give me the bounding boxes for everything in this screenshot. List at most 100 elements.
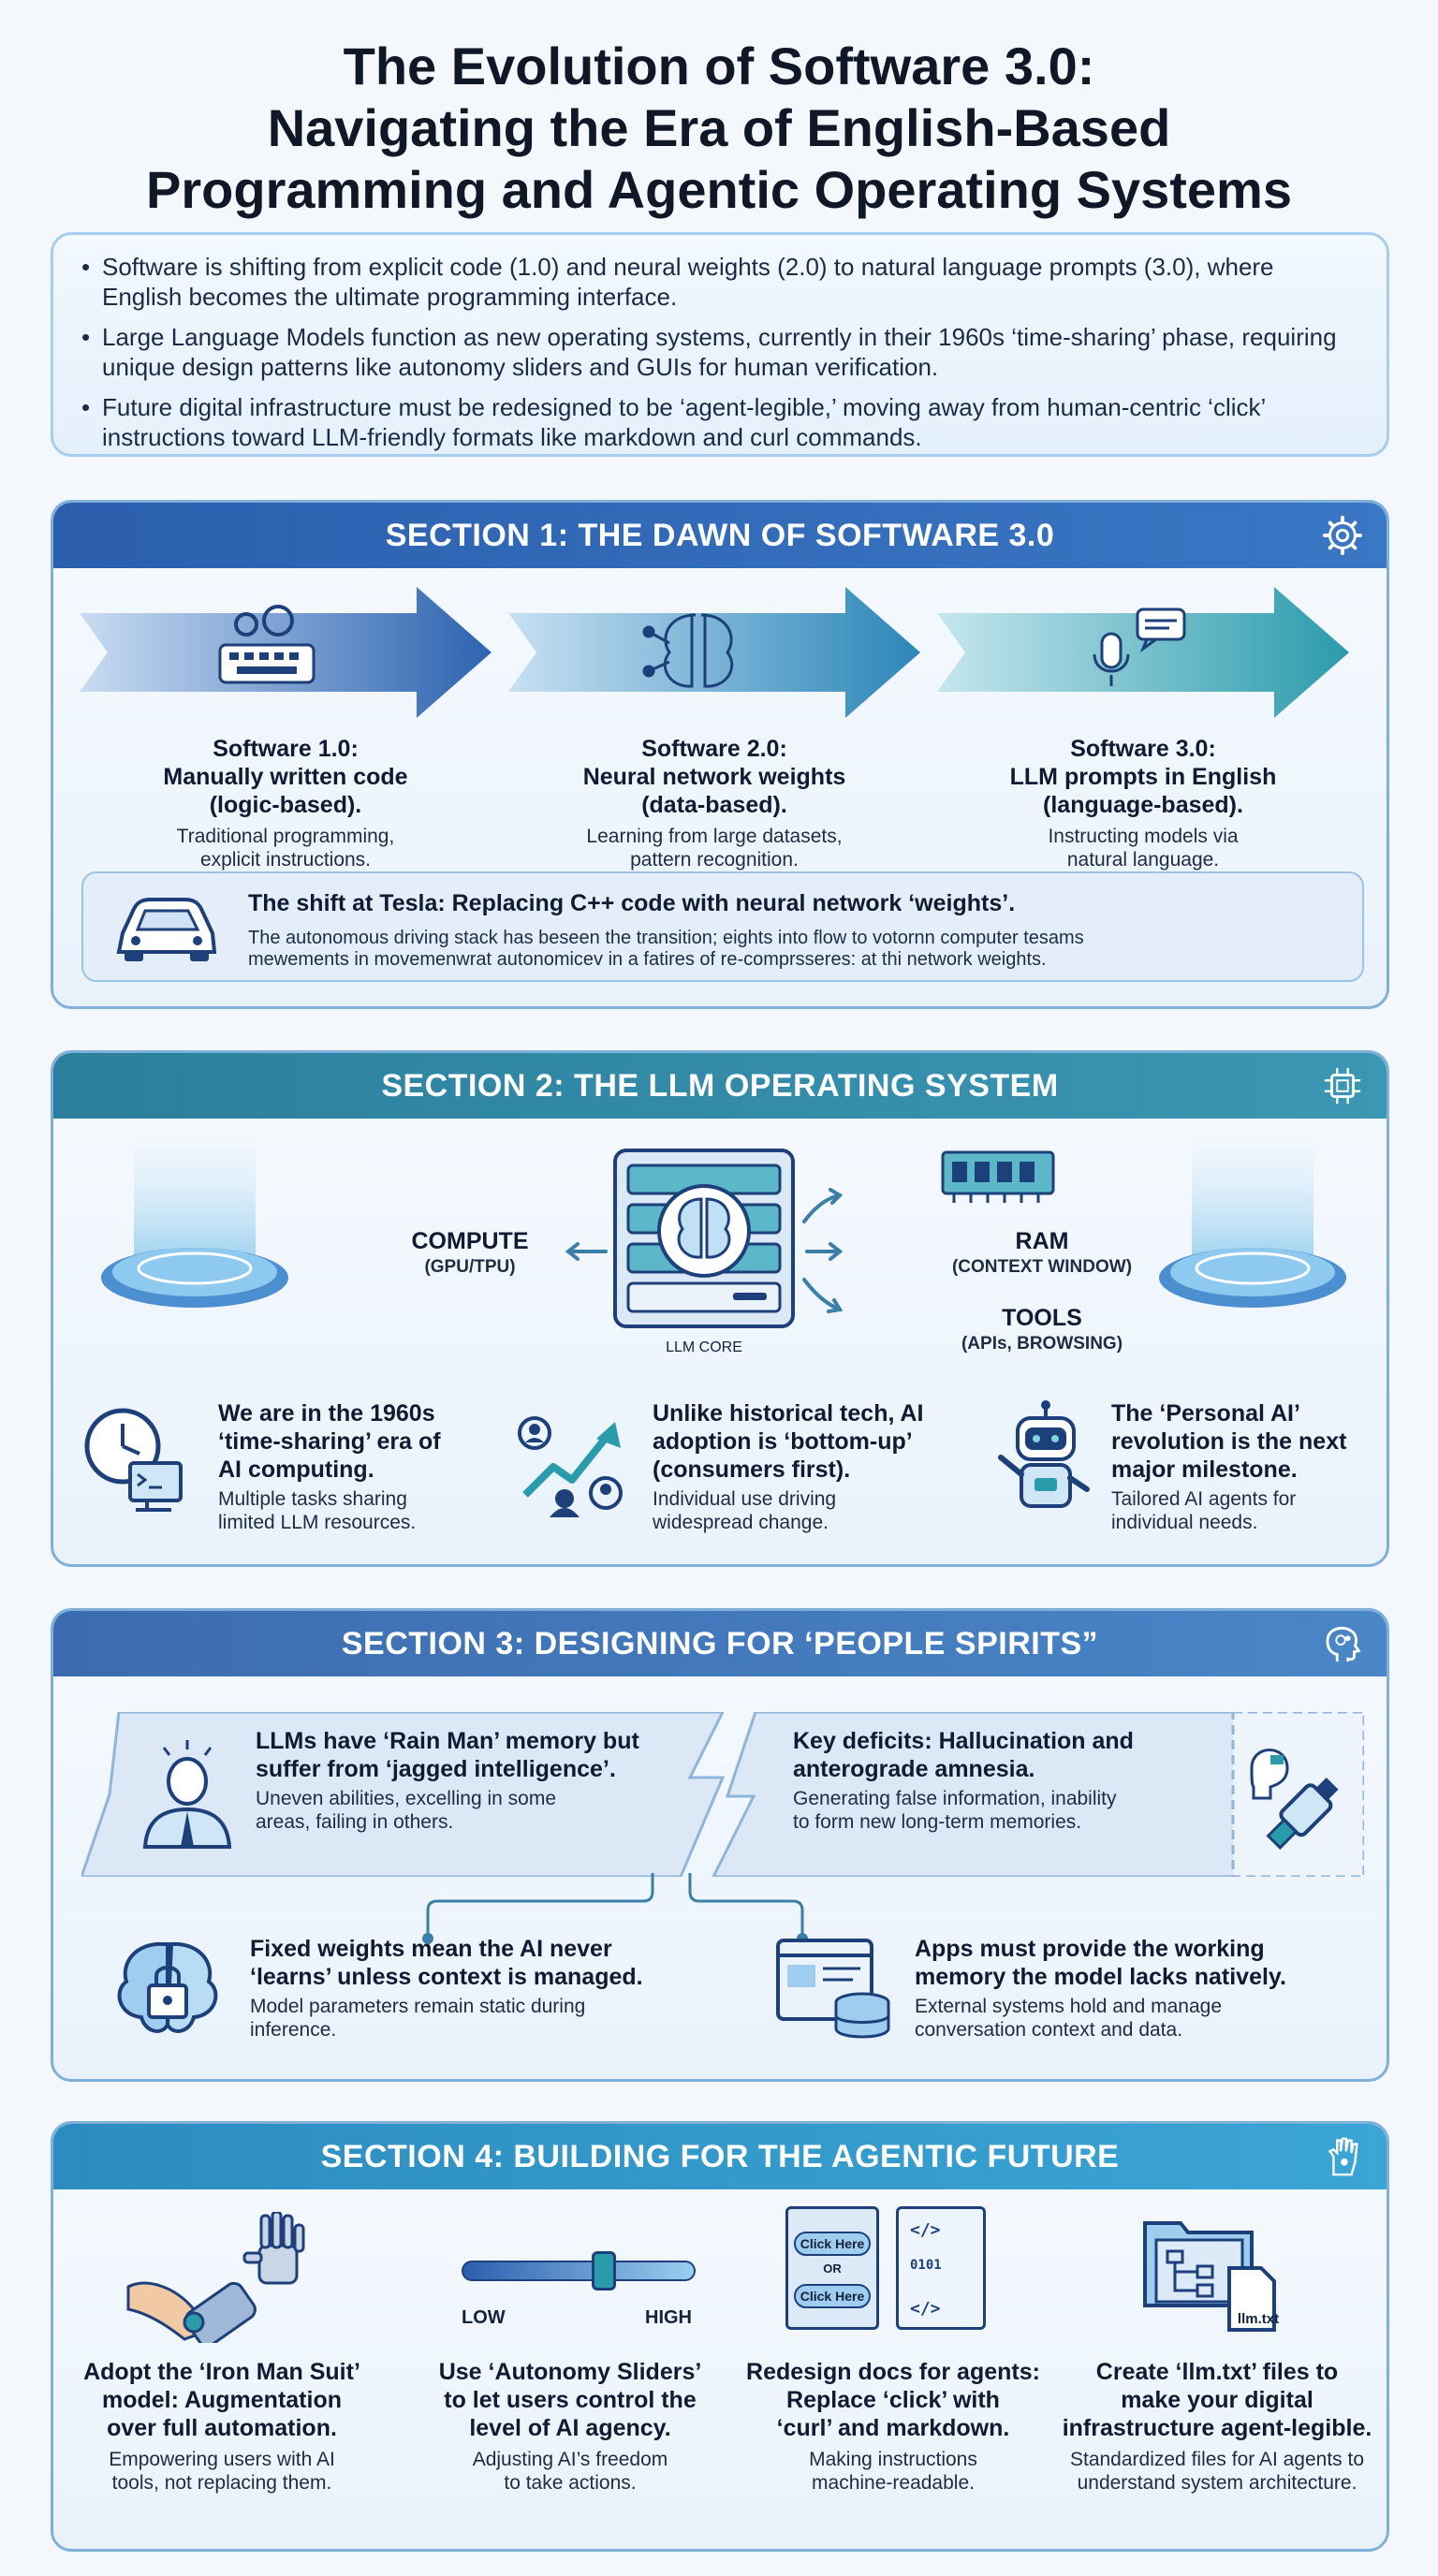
software-3-head-2: LLM prompts in English: [1009, 764, 1277, 790]
robot-icon: [998, 1400, 1090, 1508]
software-3-head-3: (language-based).: [1043, 792, 1243, 818]
fixed-weights-block: Fixed weights mean the AI never ‘learns’…: [250, 1935, 737, 2042]
point-3-d1: Tailored AI agents for: [1111, 1488, 1297, 1510]
slider-track[interactable]: [462, 2261, 696, 2281]
software-2-head-3: (data-based).: [641, 792, 787, 818]
click-here-button-1: Click Here: [794, 2232, 871, 2256]
section-3-header: SECTION 3: DESIGNING FOR ‘PEOPLE SPIRITS…: [53, 1611, 1387, 1676]
software-3-card: Software 3.0: LLM prompts in English (la…: [937, 735, 1349, 871]
section-4-header: SECTION 4: BUILDING FOR THE AGENTIC FUTU…: [53, 2124, 1387, 2189]
tools-label-group: TOOLS (APIs, BROWSING): [930, 1304, 1154, 1355]
section-2: SECTION 2: THE LLM OPERATING SYSTEM COMP…: [51, 1050, 1389, 1567]
slider-high-label: HIGH: [645, 2307, 692, 2328]
fixed-weights-d1: Model parameters remain static during: [250, 1996, 586, 2017]
working-memory-d2: conversation context and data.: [915, 2019, 1183, 2041]
working-memory-block: Apps must provide the working memory the…: [915, 1935, 1364, 2042]
software-2-card: Software 2.0: Neural network weights (da…: [508, 735, 920, 871]
autonomy-card: Use ‘Autonomy Sliders’ to let users cont…: [411, 2358, 729, 2495]
point-2-h3: (consumers first).: [653, 1456, 851, 1483]
section-4-title: SECTION 4: BUILDING FOR THE AGENTIC FUTU…: [320, 2138, 1120, 2174]
brain-lock-icon: [117, 1941, 218, 2033]
compute-label: COMPUTE: [411, 1228, 529, 1254]
deficits-d1: Generating false information, inability: [793, 1788, 1117, 1809]
section-3-title: SECTION 3: DESIGNING FOR ‘PEOPLE SPIRITS…: [341, 1625, 1099, 1661]
software-1-arrow: [80, 587, 492, 718]
title-line-1: The Evolution of Software 3.0:: [343, 37, 1095, 95]
ram-sub-label: (CONTEXT WINDOW): [951, 1257, 1133, 1277]
docs-h3: ‘curl’ and markdown.: [776, 2415, 1010, 2441]
hologram-right-icon: [1159, 1137, 1346, 1308]
point-3-h2: revolution is the next: [1111, 1428, 1347, 1455]
rain-man-h1: LLMs have ‘Rain Man’ memory but: [256, 1728, 639, 1754]
summary-bullet: Future digital infrastructure must be re…: [81, 392, 1358, 452]
head-brain-icon: [1326, 1626, 1361, 1662]
deficits-block: Key deficits: Hallucination and anterogr…: [793, 1727, 1214, 1834]
working-memory-h2: memory the model lacks natively.: [915, 1964, 1286, 1990]
chip-icon: [1324, 1067, 1361, 1105]
hologram-left-icon: [101, 1137, 288, 1308]
point-time-sharing: We are in the 1960s ‘time-sharing’ era o…: [218, 1399, 499, 1534]
keyboard-gears-icon: [218, 605, 315, 684]
binary-text: 0101: [910, 2258, 942, 2273]
software-1-card: Software 1.0: Manually written code (log…: [80, 735, 492, 871]
software-1-head-3: (logic-based).: [209, 792, 362, 818]
software-2-desc-2: pattern recognition.: [630, 849, 799, 871]
autonomy-slider[interactable]: [456, 2251, 709, 2307]
fixed-weights-d2: inference.: [250, 2019, 337, 2041]
deficits-h1: Key deficits: Hallucination and: [793, 1728, 1134, 1754]
software-2-desc-1: Learning from large datasets,: [586, 826, 843, 847]
summary-bullet: Software is shifting from explicit code …: [81, 252, 1358, 312]
point-3-d2: individual needs.: [1111, 1512, 1258, 1533]
docs-d1: Making instructions: [809, 2449, 977, 2470]
software-2-arrow: [508, 587, 920, 718]
working-memory-d1: External systems hold and manage: [915, 1996, 1223, 2017]
autonomy-d2: to take actions.: [504, 2472, 637, 2494]
file-folder-icon: [1143, 2221, 1276, 2332]
code-doc: </> 0101 </>: [896, 2206, 986, 2330]
point-3-h3: major milestone.: [1111, 1456, 1298, 1483]
app-database-icon: [776, 1939, 890, 2039]
docs-card: Redesign docs for agents: Replace ‘click…: [739, 2358, 1048, 2495]
llm-core-server-icon: [613, 1149, 795, 1328]
growth-people-icon: [518, 1416, 623, 1517]
usb-plug-icon: [1250, 1749, 1339, 1851]
iron-man-arm-icon: [126, 2212, 305, 2343]
car-icon: [116, 898, 217, 961]
iron-man-h1: Adopt the ‘Iron Man Suit’: [83, 2359, 360, 2385]
page-title: The Evolution of Software 3.0: Navigatin…: [0, 36, 1438, 221]
point-1-h1: We are in the 1960s: [218, 1400, 435, 1427]
core-connectors: [565, 1188, 844, 1313]
point-bottom-up: Unlike historical tech, AI adoption is ‘…: [653, 1399, 961, 1534]
rain-man-block: LLMs have ‘Rain Man’ memory but suffer f…: [256, 1727, 696, 1834]
software-1-desc-1: Traditional programming,: [176, 826, 395, 847]
point-2-h1: Unlike historical tech, AI: [653, 1400, 924, 1427]
rain-man-d2: areas, failing in others.: [256, 1811, 454, 1833]
llm-txt-card: Create ‘llm.txt’ files to make your digi…: [1048, 2358, 1387, 2495]
iron-man-d1: Empowering users with AI: [109, 2449, 335, 2470]
title-line-3: Programming and Agentic Operating System…: [146, 160, 1292, 219]
tesla-text-line-1: The autonomous driving stack has beseen …: [248, 928, 1084, 948]
section-2-title: SECTION 2: THE LLM OPERATING SYSTEM: [381, 1067, 1059, 1104]
iron-man-card: Adopt the ‘Iron Man Suit’ model: Augment…: [63, 2358, 381, 2495]
point-2-h2: adoption is ‘bottom-up’: [653, 1428, 913, 1455]
section-4: SECTION 4: BUILDING FOR THE AGENTIC FUTU…: [51, 2121, 1389, 2552]
autonomy-h2: to let users control the: [444, 2387, 697, 2413]
autonomy-h3: level of AI agency.: [469, 2415, 671, 2441]
code-tag-2: </>: [910, 2299, 941, 2319]
ram-module-icon: [941, 1150, 1055, 1203]
tesla-callout: The shift at Tesla: Replacing C++ code w…: [81, 871, 1364, 982]
robot-hand-icon: [1328, 2137, 1358, 2176]
software-3-desc-1: Instructing models via: [1048, 826, 1239, 847]
click-here-button-2: Click Here: [794, 2284, 871, 2308]
point-3-h1: The ‘Personal AI’: [1111, 1400, 1300, 1427]
slider-thumb[interactable]: [591, 2251, 616, 2291]
software-1-head-1: Software 1.0:: [213, 736, 359, 762]
compute-label-group: COMPUTE (GPU/TPU): [381, 1227, 559, 1279]
compute-sub-label: (GPU/TPU): [424, 1257, 516, 1277]
iron-man-d2: tools, not replacing them.: [111, 2472, 332, 2494]
summary-box: Software is shifting from explicit code …: [51, 232, 1389, 457]
tesla-text-line-2: mewements in movemenwrat autonomicev in …: [248, 949, 1047, 970]
llm-txt-d2: understand system architecture.: [1077, 2472, 1357, 2494]
tesla-text: The autonomous driving stack has beseen …: [248, 928, 1325, 971]
llm-txt-h1: Create ‘llm.txt’ files to: [1095, 2359, 1339, 2385]
